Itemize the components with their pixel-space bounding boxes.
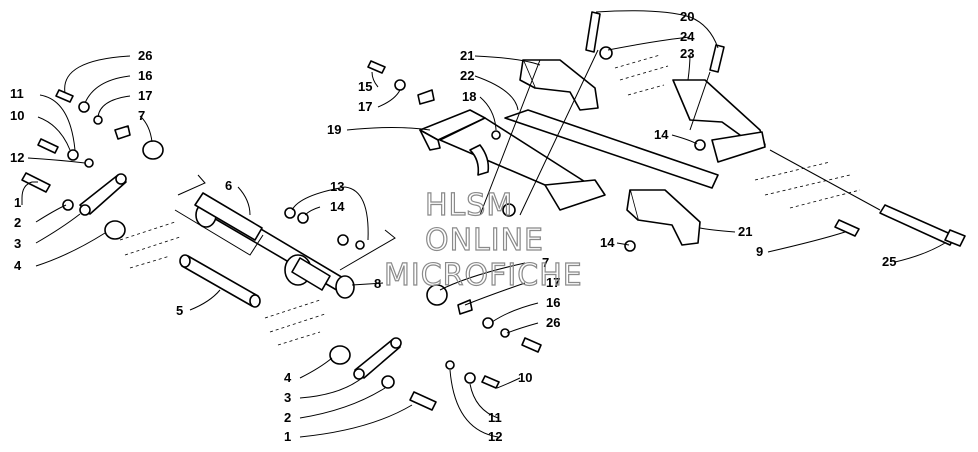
callout-17: 17 — [138, 88, 152, 103]
callout-22: 22 — [460, 68, 474, 83]
callout-23: 23 — [680, 46, 694, 61]
callout-2: 2 — [14, 215, 21, 230]
callout-10: 10 — [10, 108, 24, 123]
callout-26: 26 — [546, 315, 560, 330]
frame-reference-lines — [119, 54, 861, 346]
callout-2: 2 — [284, 410, 291, 425]
callout-labels: 1 2 3 4 10 11 12 26 16 17 7 6 5 13 14 8 … — [10, 9, 896, 444]
callout-12: 12 — [10, 150, 24, 165]
callout-16: 16 — [546, 295, 560, 310]
callout-11: 11 — [10, 86, 24, 101]
callout-21: 21 — [738, 224, 752, 239]
main-shaft — [174, 174, 396, 299]
callout-10: 10 — [518, 370, 532, 385]
callout-3: 3 — [284, 390, 291, 405]
callout-15: 15 — [358, 79, 372, 94]
callout-20: 20 — [680, 9, 694, 24]
callout-14: 14 — [654, 127, 669, 142]
callout-1: 1 — [14, 195, 21, 210]
callout-14: 14 — [600, 235, 615, 250]
watermark-line3: MICROFICHE — [384, 258, 583, 293]
callout-7: 7 — [542, 255, 549, 270]
hardware-15-17 — [367, 60, 435, 105]
upper-left-hardware — [21, 89, 164, 240]
callout-21: 21 — [460, 48, 474, 63]
lower-left-hardware — [329, 337, 500, 411]
callout-24: 24 — [680, 29, 695, 44]
watermark: HLSM ONLINE MICROFICHE — [383, 187, 583, 293]
plate-22 — [504, 109, 719, 189]
bracket-21-lower — [626, 189, 701, 246]
watermark-line1: HLSM — [425, 188, 513, 223]
callout-26: 26 — [138, 48, 152, 63]
leader-lines — [21, 10, 946, 438]
center-bracket-19 — [419, 109, 606, 217]
center-lower-hardware — [426, 284, 542, 353]
center-fasteners — [284, 207, 365, 250]
callout-4: 4 — [284, 370, 292, 385]
watermark-line2: ONLINE — [425, 223, 544, 258]
bracket-23 — [672, 79, 766, 163]
callout-7: 7 — [138, 108, 145, 123]
callout-5: 5 — [176, 303, 183, 318]
hardware-20-24 — [585, 11, 725, 252]
callout-12: 12 — [488, 429, 502, 444]
bracket-21-upper — [519, 59, 599, 111]
callout-14: 14 — [330, 199, 345, 214]
callout-11: 11 — [488, 410, 502, 425]
callout-1: 1 — [284, 429, 291, 444]
centerlines — [479, 49, 881, 216]
callout-13: 13 — [330, 179, 344, 194]
callout-3: 3 — [14, 236, 21, 251]
long-bolt-25 — [834, 204, 966, 247]
callout-8: 8 — [374, 276, 381, 291]
callout-9: 9 — [756, 244, 763, 259]
callout-6: 6 — [225, 178, 232, 193]
callout-18: 18 — [462, 89, 476, 104]
callout-16: 16 — [138, 68, 152, 83]
callout-19: 19 — [327, 122, 341, 137]
callout-17: 17 — [358, 99, 372, 114]
callout-17: 17 — [546, 275, 560, 290]
spacer-tube-5 — [179, 254, 261, 308]
callout-4: 4 — [14, 258, 22, 273]
callout-25: 25 — [882, 254, 896, 269]
